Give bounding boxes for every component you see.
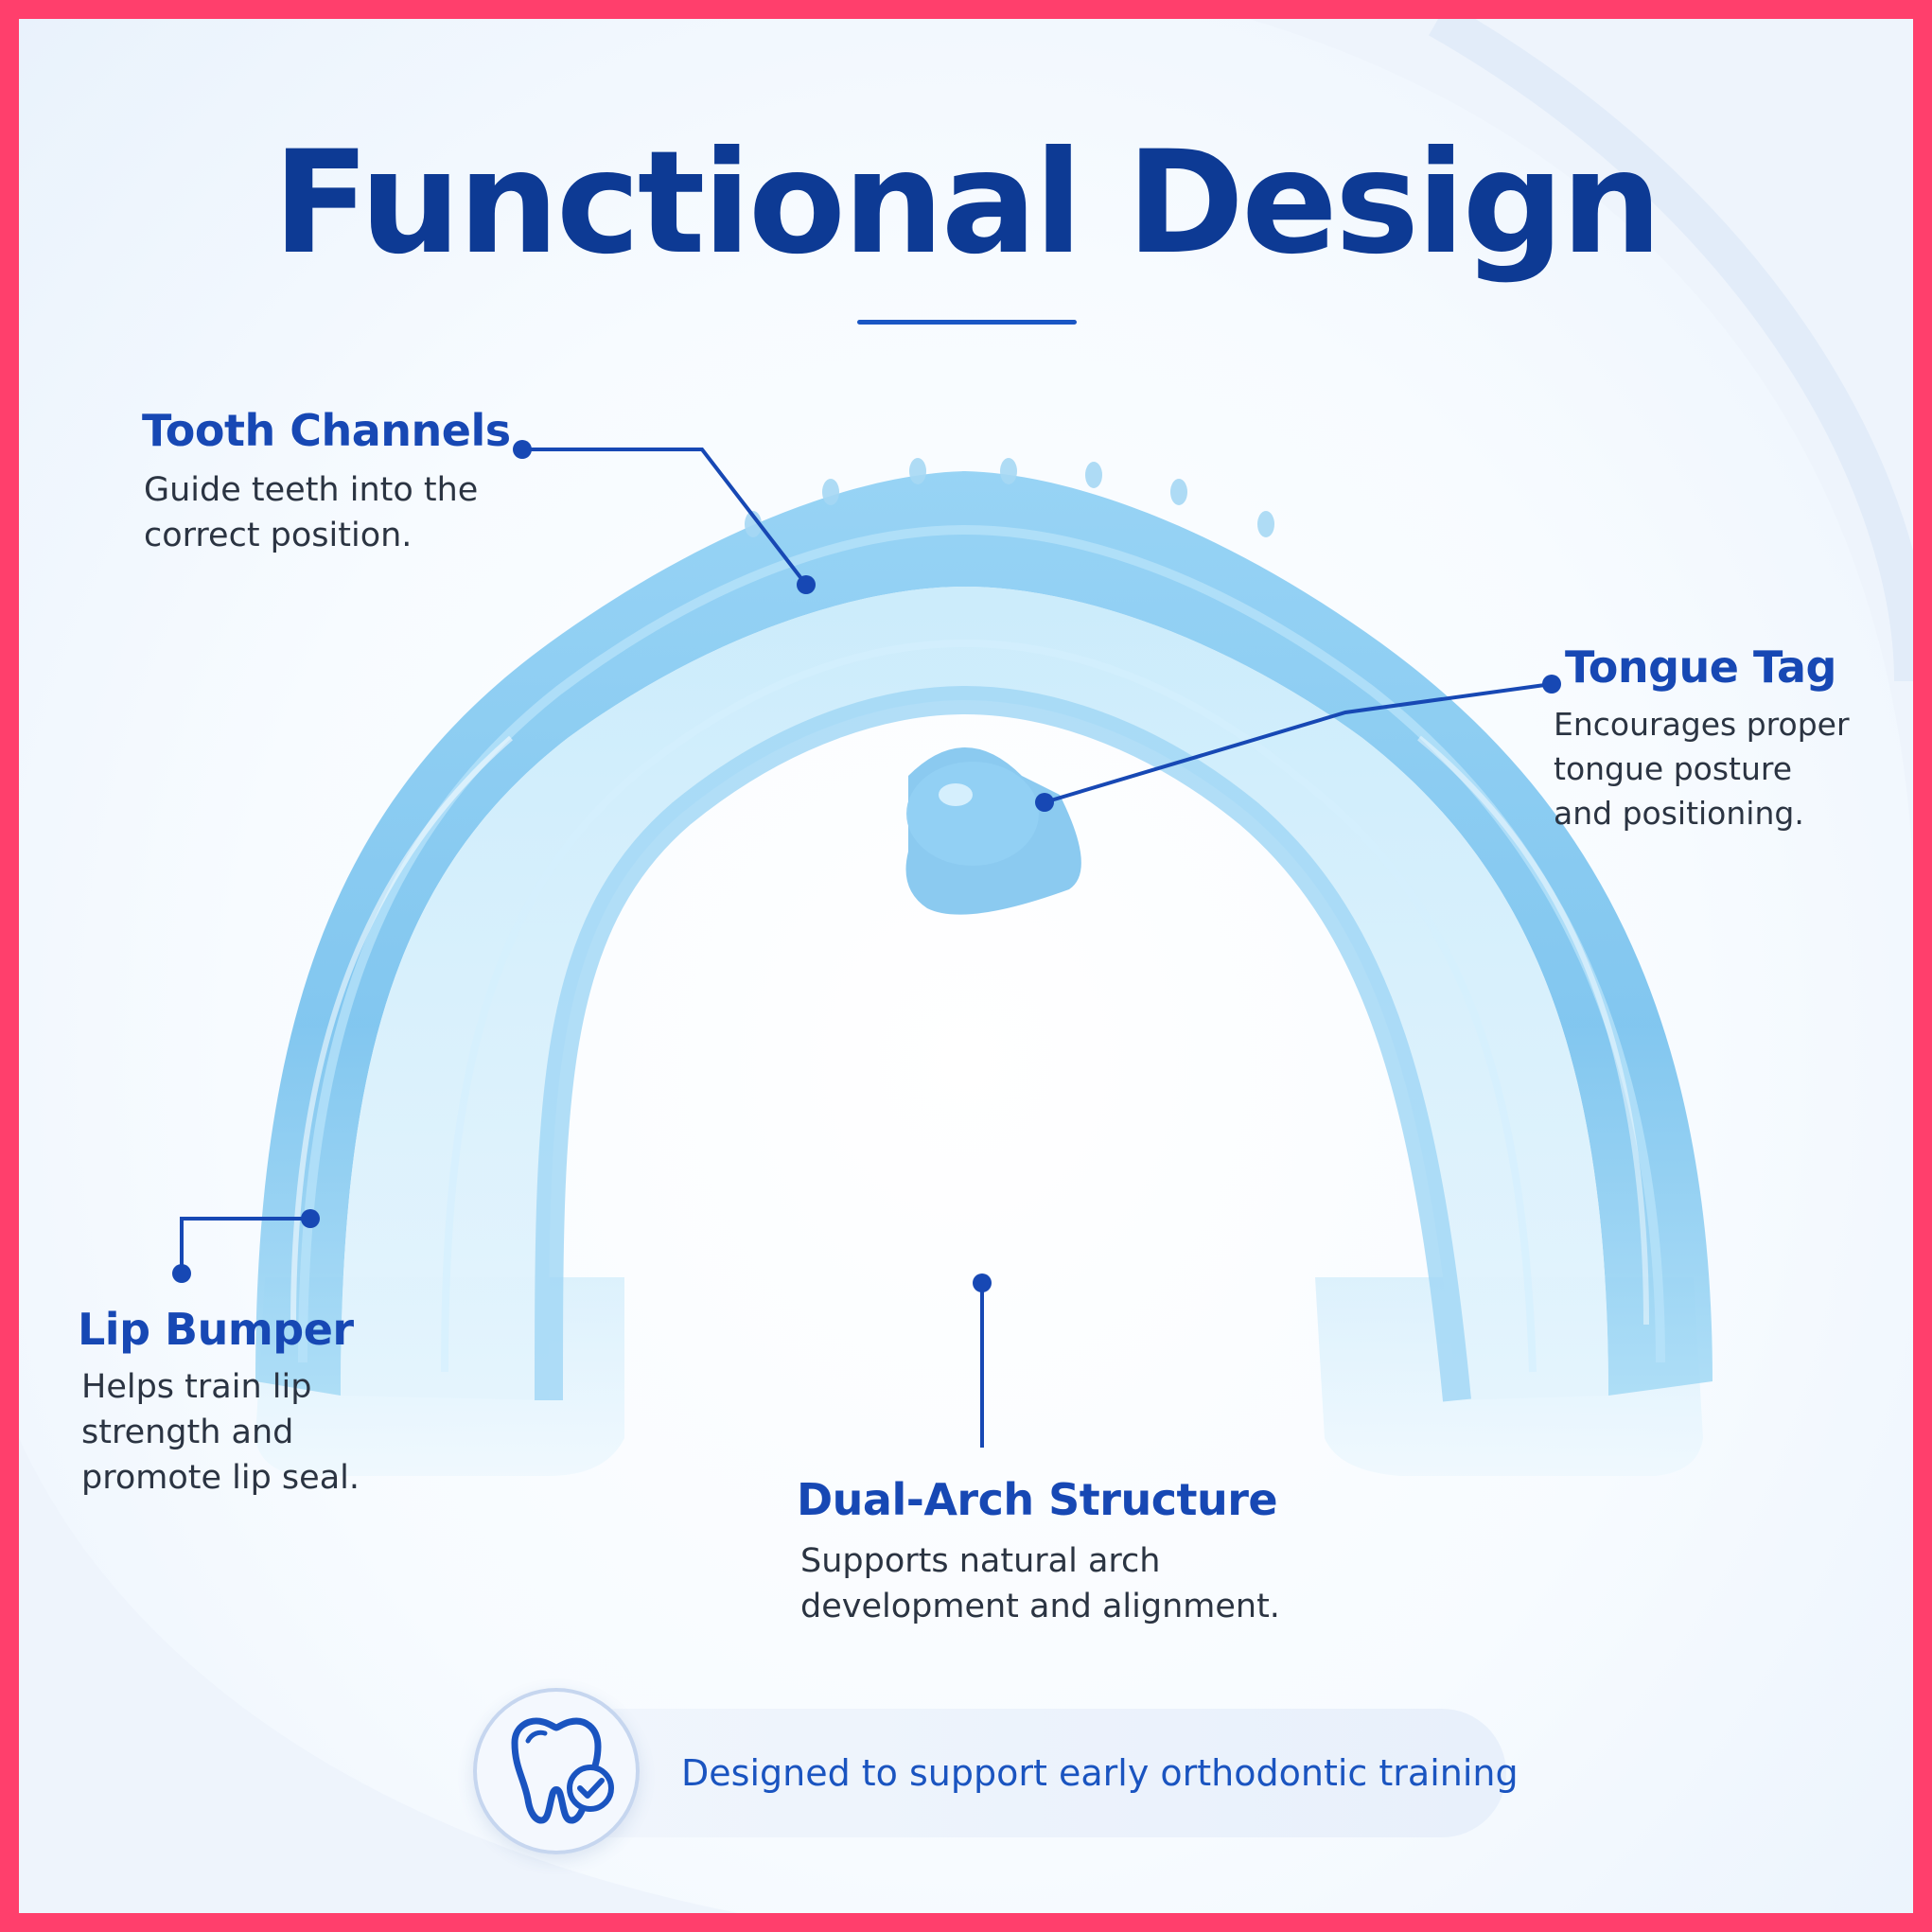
footer-banner: Designed to support early orthodontic tr… bbox=[492, 1709, 1519, 1837]
title-underline bbox=[857, 320, 1077, 325]
tongue-tag-dot-start bbox=[1542, 675, 1561, 694]
dual-arch-description: Supports natural arch development and al… bbox=[800, 1542, 1280, 1625]
myofunctional-trainer-image bbox=[255, 458, 1712, 1476]
lip-bumper-description: Helps train lip strength and promote lip… bbox=[81, 1368, 360, 1497]
tooth-channels-dot-end bbox=[797, 575, 816, 594]
tooth-channels-leader-line bbox=[522, 448, 808, 587]
tongue-tag-dot-end bbox=[1035, 793, 1054, 812]
page-title: Functional Design bbox=[272, 121, 1661, 286]
tooth-channels-dot-start bbox=[513, 440, 532, 459]
lip-bumper-label: Lip Bumper bbox=[78, 1304, 354, 1355]
callout-lines bbox=[172, 440, 1561, 1448]
lip-bumper-leader-line bbox=[180, 1217, 310, 1273]
tongue-tag-description: Encourages proper tongue posture and pos… bbox=[1554, 706, 1850, 832]
dual-arch-label: Dual-Arch Structure bbox=[797, 1474, 1278, 1525]
background-swoosh bbox=[19, 19, 1913, 1913]
tooth-channels-label: Tooth Channels bbox=[142, 405, 511, 456]
tooth-channels-description: Guide teeth into the correct position. bbox=[144, 471, 479, 554]
infographic-canvas: Functional Design bbox=[19, 19, 1913, 1913]
lip-bumper-dot-end bbox=[172, 1264, 191, 1283]
footer-text: Designed to support early orthodontic tr… bbox=[681, 1752, 1519, 1794]
dual-arch-dot bbox=[973, 1273, 992, 1292]
tongue-tag-leader-line bbox=[1044, 682, 1553, 804]
tongue-tag-label: Tongue Tag bbox=[1565, 641, 1836, 693]
lip-bumper-dot-start bbox=[301, 1209, 320, 1228]
tooth-check-icon bbox=[473, 1688, 640, 1854]
